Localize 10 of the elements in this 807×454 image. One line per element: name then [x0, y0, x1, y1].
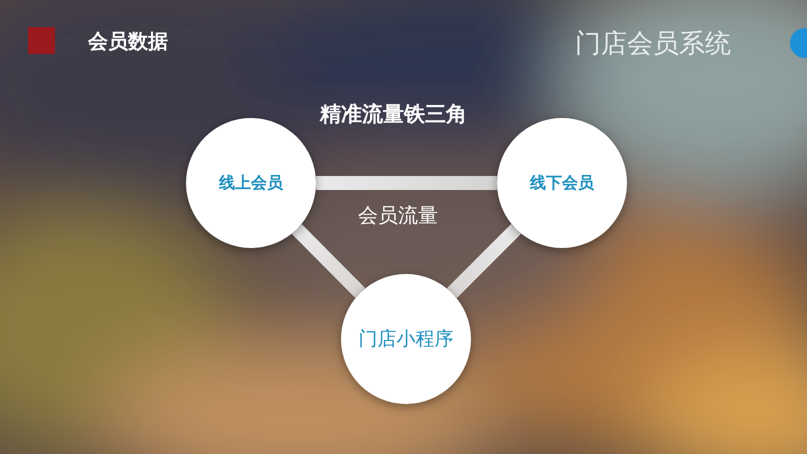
- system-name: 门店会员系统: [575, 28, 731, 61]
- connector-bar: [292, 224, 366, 298]
- connector-bar: [447, 224, 521, 298]
- header-title: 会员数据: [88, 28, 168, 55]
- node-label: 线下会员: [530, 172, 594, 194]
- node-label: 门店小程序: [358, 327, 454, 352]
- node-label: 线上会员: [219, 172, 283, 194]
- center-label: 会员流量: [358, 202, 438, 229]
- triangle-title: 精准流量铁三角: [320, 101, 467, 128]
- connector-bar: [316, 176, 497, 190]
